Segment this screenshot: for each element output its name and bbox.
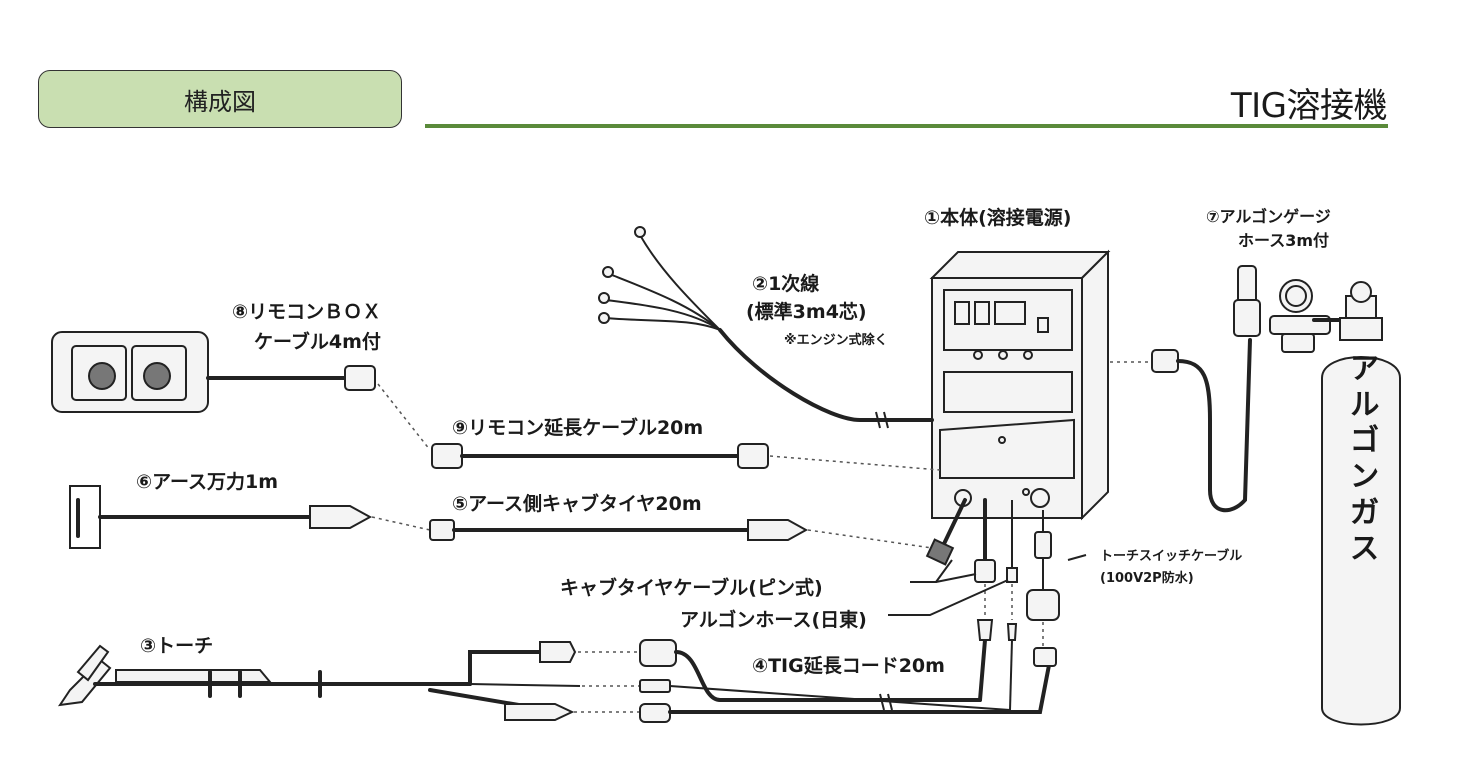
welder-body xyxy=(929,249,1111,521)
label-gauge-2: ホース3m付 xyxy=(1238,231,1329,250)
label-earth-cable: ⑤アース側キャブタイヤ20m xyxy=(452,492,702,515)
primary-cable xyxy=(598,226,934,429)
label-argon-hose: アルゴンホース(日東) xyxy=(680,608,867,631)
tig-extension xyxy=(639,619,1057,723)
argon-cylinder xyxy=(1321,281,1401,726)
label-primary-2: (標準3m4芯) xyxy=(746,300,867,323)
label-cylinder: アルゴンガス xyxy=(1344,352,1379,568)
earth-cable xyxy=(429,519,933,549)
label-torch-switch-1: トーチスイッチケーブル xyxy=(1100,548,1242,564)
torch xyxy=(57,641,640,721)
label-primary-1: ②1次線 xyxy=(752,272,819,295)
page-title: TIG溶接機 xyxy=(1230,86,1388,126)
label-pointers xyxy=(888,554,1087,616)
label-tig-ext: ④TIG延長コード20m xyxy=(752,655,945,677)
output-connectors xyxy=(925,498,1060,648)
label-earth-clamp: ⑥アース万力1m xyxy=(136,470,278,493)
label-gauge-1: ⑦アルゴンゲージ xyxy=(1206,207,1331,226)
earth-clamp xyxy=(69,485,431,549)
label-primary-note: ※エンジン式除く xyxy=(784,332,888,348)
section-tag: 構成図 xyxy=(38,70,402,128)
remote-box xyxy=(51,331,431,451)
label-remote-ext: ⑨リモコン延長ケーブル20m xyxy=(452,416,703,439)
label-torch-switch-2: (100V2P防水) xyxy=(1100,570,1194,586)
label-body: ①本体(溶接電源) xyxy=(924,206,1071,229)
remote-extension xyxy=(431,443,941,471)
header-rule xyxy=(425,124,1388,128)
label-remote-2: ケーブル4m付 xyxy=(254,330,381,353)
label-cabtire: キャブタイヤケーブル(ピン式) xyxy=(560,576,823,599)
label-remote-1: ⑧リモコンＢＯＸ xyxy=(232,301,381,323)
argon-gauge xyxy=(1110,265,1352,513)
label-torch: ③トーチ xyxy=(140,635,213,657)
